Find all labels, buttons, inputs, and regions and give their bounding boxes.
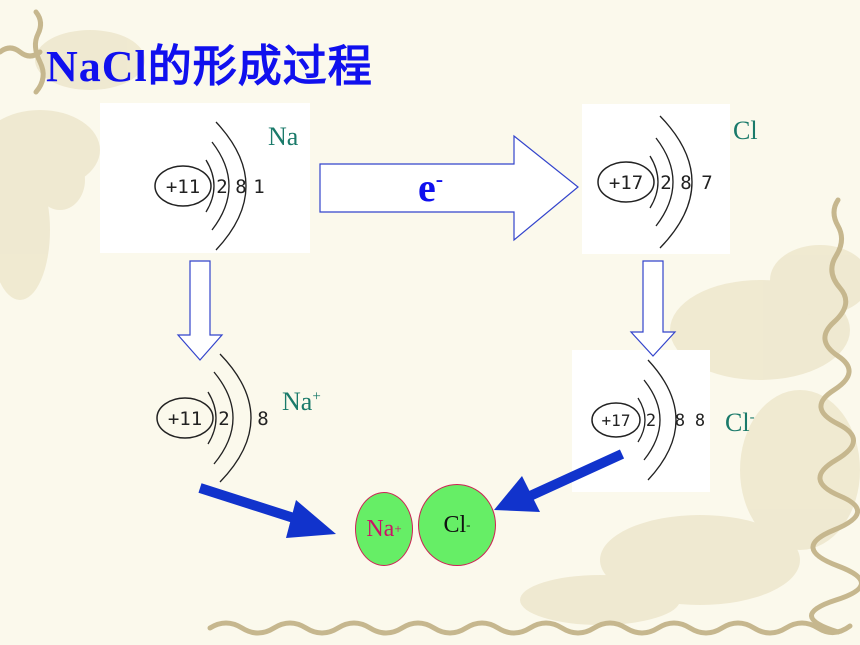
- na-atom-model: +11 2 8 1: [154, 121, 265, 251]
- cl-shell-count-3: 7: [701, 172, 712, 194]
- na-nucleus-charge: +11: [166, 176, 200, 198]
- cl-ion-shell-count-3: 8: [695, 411, 705, 431]
- cl-atom-model: +17 2 8 7: [597, 115, 713, 249]
- na-ion-model: +11 2 8: [156, 353, 269, 483]
- na-ionization-arrow: [176, 260, 224, 361]
- cl-ion-charge: -: [749, 409, 755, 426]
- cl-ion-nucleus-circle: [591, 402, 641, 438]
- cl-atom-label: Cl: [733, 116, 758, 146]
- cl-ion-shell-1: [637, 397, 646, 443]
- na-ion-nucleus-circle: [156, 397, 214, 439]
- na-ion-label-text: Na: [282, 387, 313, 416]
- na-ion-shell-3: [219, 353, 252, 483]
- cl-nucleus-circle: [597, 161, 655, 203]
- cl-bond-arrow: [494, 449, 625, 512]
- cl-nucleus-charge: +17: [609, 172, 643, 194]
- na-atom-label-text: Na: [268, 122, 299, 151]
- na-shell-2: [211, 141, 230, 231]
- cl-shell-3: [659, 115, 693, 249]
- cl-ion-label-text: Cl: [725, 408, 750, 437]
- chloride-ion-ball: Cl-: [418, 484, 496, 566]
- na-atom-panel: [100, 103, 310, 253]
- cl-ion-label: Cl-: [725, 408, 755, 438]
- cl-shell-2: [655, 137, 674, 227]
- chloride-ion-symbol: Cl: [443, 511, 467, 538]
- cl-ion-shell-2: [643, 379, 661, 461]
- na-ion-shell-count-2: 8: [257, 408, 268, 430]
- na-nucleus-circle: [154, 165, 212, 207]
- slide-title: NaCl的形成过程: [46, 42, 373, 91]
- na-bond-arrow: [198, 483, 336, 538]
- na-ion-nucleus-charge: +11: [168, 408, 202, 430]
- cl-ion-shell-count-2: 8: [675, 411, 685, 431]
- na-shell-1: [205, 159, 215, 213]
- na-ion-shell-count-1: 2: [218, 408, 229, 430]
- na-atom-label: Na: [268, 122, 298, 152]
- electron-charge: -: [435, 166, 444, 192]
- cl-ion-model: +17 2 8 8: [591, 359, 705, 481]
- cl-ionization-arrow: [629, 260, 677, 357]
- cl-ion-shell-3: [647, 359, 677, 481]
- cl-ion-nucleus-charge: +17: [602, 411, 631, 430]
- na-ion-shell-1: [207, 391, 217, 445]
- cl-atom-panel: [582, 104, 730, 254]
- na-ion-shell-2: [213, 371, 234, 465]
- na-ion-label: Na+: [282, 387, 321, 417]
- cl-atom-label-text: Cl: [733, 116, 758, 145]
- na-shell-3: [215, 121, 247, 251]
- sodium-ion-symbol: Na: [366, 515, 395, 542]
- na-shell-count-3: 1: [253, 176, 264, 198]
- electron-label: e-: [418, 164, 443, 211]
- cl-shell-count-2: 8: [680, 172, 691, 194]
- electron-symbol: e: [418, 165, 436, 210]
- sodium-ion-ball: Na+: [355, 492, 413, 566]
- na-shell-count-1: 2: [216, 176, 227, 198]
- cl-shell-1: [649, 155, 659, 209]
- electron-transfer-arrow: [319, 134, 579, 242]
- cl-shell-count-1: 2: [660, 172, 671, 194]
- cl-ion-shell-count-1: 2: [646, 411, 656, 431]
- na-ion-charge: +: [312, 388, 321, 405]
- na-shell-count-2: 8: [235, 176, 246, 198]
